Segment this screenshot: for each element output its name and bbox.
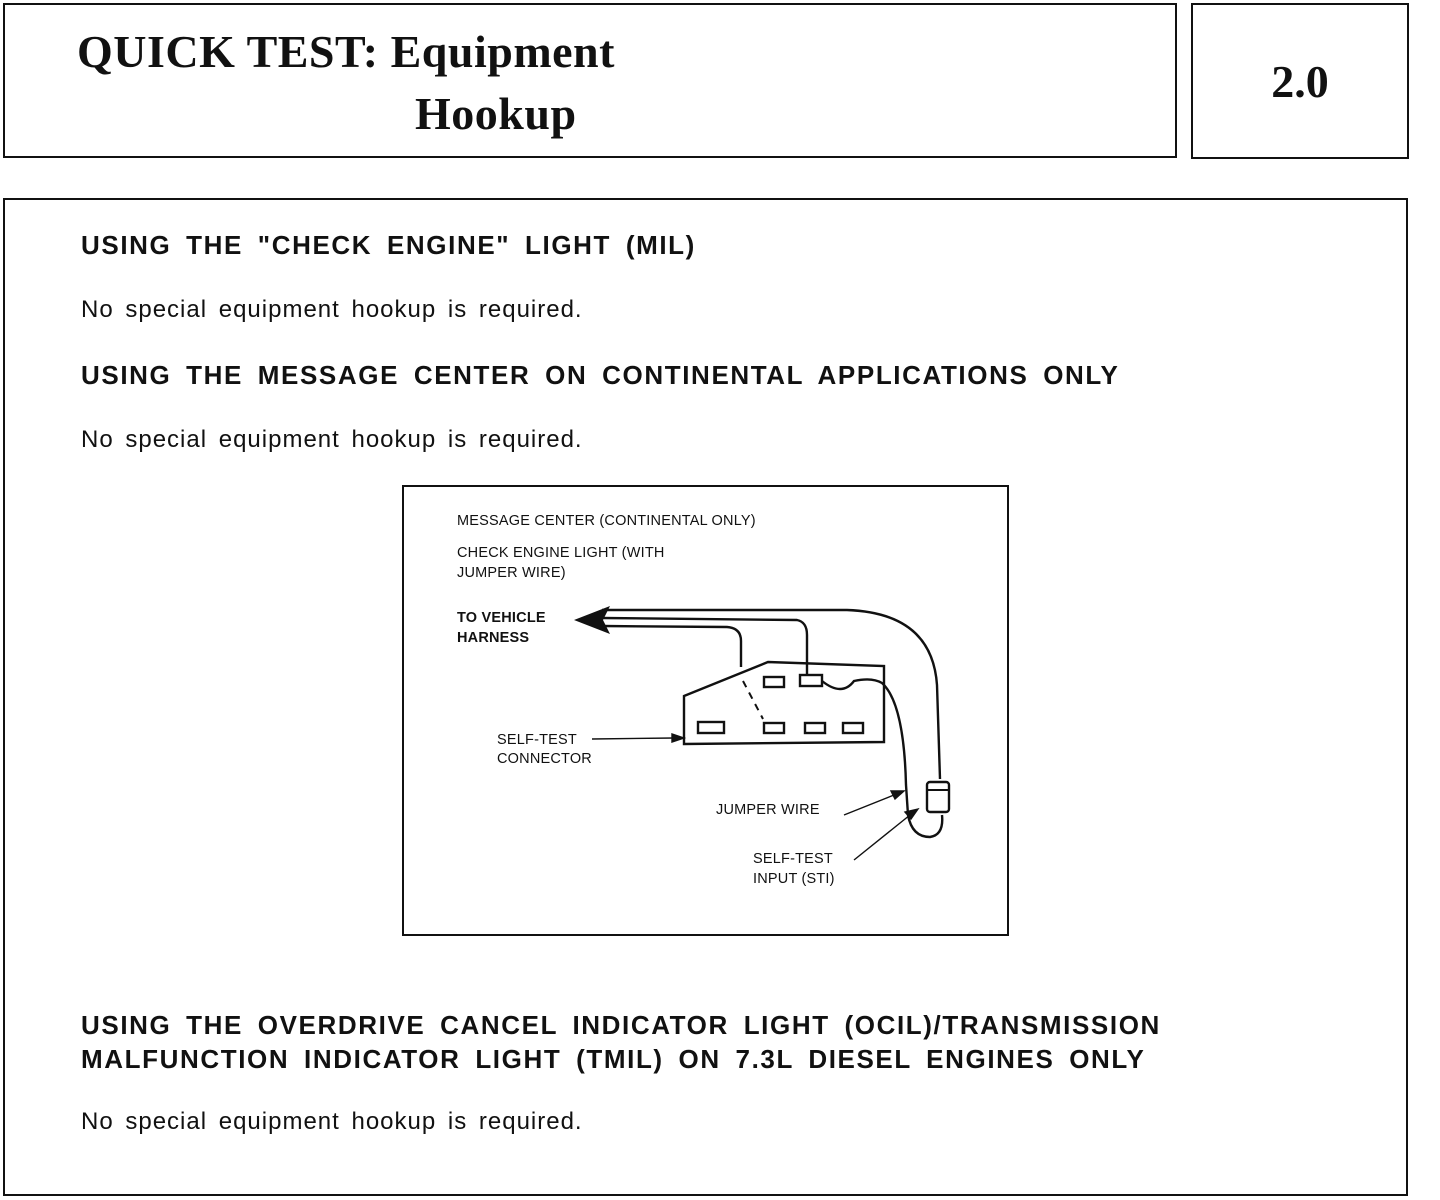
connector-pin	[762, 721, 786, 735]
section-number: 2.0	[1271, 56, 1329, 107]
connector-pin	[762, 675, 786, 689]
title-box: QUICK TEST: Equipment Hookup	[3, 3, 1177, 158]
connector-pins	[696, 673, 865, 735]
jumper-wire	[821, 678, 944, 839]
diagram-frame	[402, 485, 1009, 936]
self-test-connector-body	[682, 660, 886, 746]
sti-label-line-1: SELF-TEST	[753, 851, 833, 867]
vehicle-harness-label-line-2: HARNESS	[457, 630, 530, 646]
vehicle-harness-label-line-1: TO VEHICLE	[457, 610, 546, 626]
heading-ocil-tmil: USING THE OVERDRIVE CANCEL INDICATOR LIG…	[81, 1008, 1161, 1076]
heading-message-center: USING THE MESSAGE CENTER ON CONTINENTAL …	[81, 360, 1120, 390]
internal-dashed-link	[742, 680, 764, 720]
sti-connector	[925, 780, 951, 814]
heading-check-engine-light: USING THE "CHECK ENGINE" LIGHT (MIL)	[81, 230, 696, 260]
message-center-label: MESSAGE CENTER (CONTINENTAL ONLY)	[457, 513, 756, 529]
connector-pin	[798, 673, 824, 688]
page-title-line-2: Hookup	[415, 88, 577, 139]
hookup-diagram: SELF-TEST MESSAGE CENTER (CONTINENTAL ON…	[402, 485, 1009, 937]
connector-pin	[803, 721, 827, 735]
jumper-wire-label: JUMPER WIRE	[716, 802, 820, 818]
self-test-connector-label-line-1: SELF-TEST	[497, 732, 577, 748]
wire-to-connector-body	[601, 624, 743, 667]
page-title-line-1: QUICK TEST: Equipment	[77, 26, 615, 77]
check-engine-label-line-2: JUMPER WIRE)	[457, 565, 566, 581]
heading-ocil-tmil-line-2: MALFUNCTION INDICATOR LIGHT (TMIL) ON 7.…	[81, 1044, 1146, 1074]
paragraph-ocil-tmil: No special equipment hookup is required.	[81, 1108, 583, 1135]
wire-to-upper-pin	[601, 616, 809, 675]
paragraph-message-center: No special equipment hookup is required.	[81, 426, 583, 453]
content-panel: USING THE "CHECK ENGINE" LIGHT (MIL) No …	[3, 198, 1408, 1196]
self-test-connector-label-line-2: CONNECTOR	[497, 751, 592, 767]
harness-arrow-icon	[574, 606, 610, 634]
wire-to-sti	[602, 608, 942, 780]
hookup-diagram-drawing	[402, 485, 1009, 936]
section-number-box: 2.0	[1191, 3, 1409, 159]
heading-ocil-tmil-line-1: USING THE OVERDRIVE CANCEL INDICATOR LIG…	[81, 1010, 1161, 1040]
sti-label-line-2: INPUT (STI)	[753, 871, 835, 887]
connector-pin	[841, 721, 865, 735]
check-engine-label-line-1: CHECK ENGINE LIGHT (WITH	[457, 545, 665, 561]
connector-pin	[696, 720, 726, 735]
label-leaders	[591, 733, 920, 861]
harness-wires	[601, 608, 942, 780]
paragraph-check-engine-light: No special equipment hookup is required.	[81, 296, 583, 323]
